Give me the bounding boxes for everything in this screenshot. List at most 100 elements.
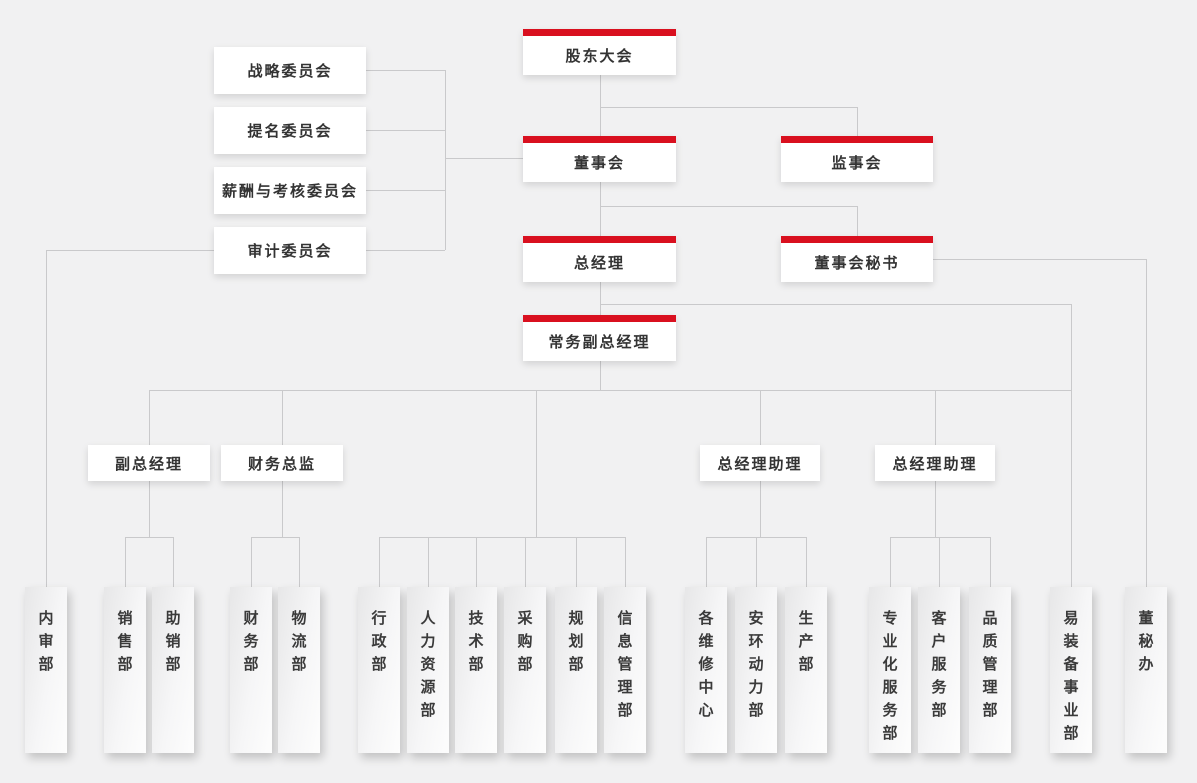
org-dept-logistics: 物 流 部 [278,587,320,753]
dept-label: 易 装 备 事 业 部 [1063,609,1079,742]
connector-line [600,360,601,390]
org-node-nomination-committee: 提名委员会 [214,107,366,154]
org-dept-sales: 销 售 部 [104,587,146,753]
connector-line [857,206,858,236]
connector-line [46,250,214,251]
dept-label: 专 业 化 服 务 部 [882,609,898,742]
connector-line [445,70,446,250]
org-node-cfo: 财务总监 [221,445,343,481]
org-node-board-secretary: 董事会秘书 [781,236,933,282]
connector-line [576,537,577,587]
connector-line [379,537,625,538]
connector-line [760,481,761,537]
dept-label: 信 息 管 理 部 [617,609,633,719]
dept-label: 助 销 部 [165,609,181,673]
dept-label: 销 售 部 [117,609,133,673]
node-label: 常务副总经理 [548,333,651,351]
connector-line [890,537,990,538]
node-label: 薪酬与考核委员会 [221,182,358,200]
red-accent-bar [781,236,933,243]
org-node-shareholders-meeting: 股东大会 [523,29,676,75]
dept-label: 各 维 修 中 心 [698,609,714,719]
red-accent-bar [523,236,676,243]
org-node-executive-deputy-gm: 常务副总经理 [523,315,676,361]
connector-line [1071,304,1072,587]
org-dept-customer-service: 客 户 服 务 部 [918,587,960,753]
node-label: 总经理助理 [717,454,803,473]
dept-label: 行 政 部 [371,609,387,673]
org-dept-planning: 规 划 部 [555,587,597,753]
org-dept-procurement: 采 购 部 [504,587,546,753]
connector-line [890,537,891,587]
org-dept-finance: 财 务 部 [230,587,272,753]
connector-line [282,390,283,445]
org-node-board-of-directors: 董事会 [523,136,676,182]
connector-line [476,537,477,587]
dept-label: 客 户 服 务 部 [931,609,947,719]
connector-line [600,281,601,315]
node-label: 战略委员会 [247,62,333,80]
org-node-supervisory-board: 监事会 [781,136,933,182]
connector-line [379,537,380,587]
connector-line [600,181,601,236]
connector-line [756,537,757,587]
red-accent-bar [523,136,676,143]
connector-line [536,390,537,537]
dept-label: 生 产 部 [798,609,814,673]
org-dept-safety-environment-power: 安 环 动 力 部 [735,587,777,753]
connector-line [46,250,47,587]
node-label: 董事会 [573,154,625,172]
dept-label: 物 流 部 [291,609,307,673]
connector-line [251,537,299,538]
dept-label: 董 秘 办 [1138,609,1154,673]
connector-line [600,206,857,207]
connector-line [173,537,174,587]
org-dept-sales-support: 助 销 部 [152,587,194,753]
org-dept-maintenance-centers: 各 维 修 中 心 [685,587,727,753]
connector-line [149,481,150,537]
org-node-gm-assistant-1: 总经理助理 [700,445,820,481]
node-label: 总经理 [573,254,625,272]
org-dept-information-management: 信 息 管 理 部 [604,587,646,753]
connector-line [251,537,252,587]
connector-line [366,70,445,71]
dept-label: 规 划 部 [568,609,584,673]
org-dept-board-secretary-office: 董 秘 办 [1125,587,1167,753]
connector-line [282,481,283,537]
node-label: 董事会秘书 [814,254,900,272]
node-label: 副总经理 [114,454,183,473]
connector-line [706,537,806,538]
org-node-strategy-committee: 战略委员会 [214,47,366,94]
red-accent-bar [781,136,933,143]
org-dept-quality-management: 品 质 管 理 部 [969,587,1011,753]
connector-line [857,107,858,136]
org-dept-administration: 行 政 部 [358,587,400,753]
connector-line [125,537,126,587]
connector-line [939,537,940,587]
org-dept-easy-equipment-division: 易 装 备 事 业 部 [1050,587,1092,753]
connector-line [760,390,761,445]
org-dept-specialized-services: 专 业 化 服 务 部 [869,587,911,753]
node-label: 提名委员会 [247,122,333,140]
org-dept-production: 生 产 部 [785,587,827,753]
connector-line [990,537,991,587]
connector-line [600,75,601,136]
connector-line [125,537,173,538]
dept-label: 品 质 管 理 部 [982,609,998,719]
node-label: 财务总监 [247,454,316,473]
connector-line [1146,259,1147,587]
org-dept-technology: 技 术 部 [455,587,497,753]
org-node-general-manager: 总经理 [523,236,676,282]
connector-line [445,158,523,159]
connector-line [935,481,936,537]
org-node-gm-assistant-2: 总经理助理 [875,445,995,481]
connector-line [600,107,857,108]
connector-line [428,537,429,587]
connector-line [706,537,707,587]
node-label: 监事会 [831,154,883,172]
node-label: 总经理助理 [892,454,978,473]
connector-line [625,537,626,587]
connector-line [366,250,445,251]
dept-label: 内 审 部 [38,609,54,673]
